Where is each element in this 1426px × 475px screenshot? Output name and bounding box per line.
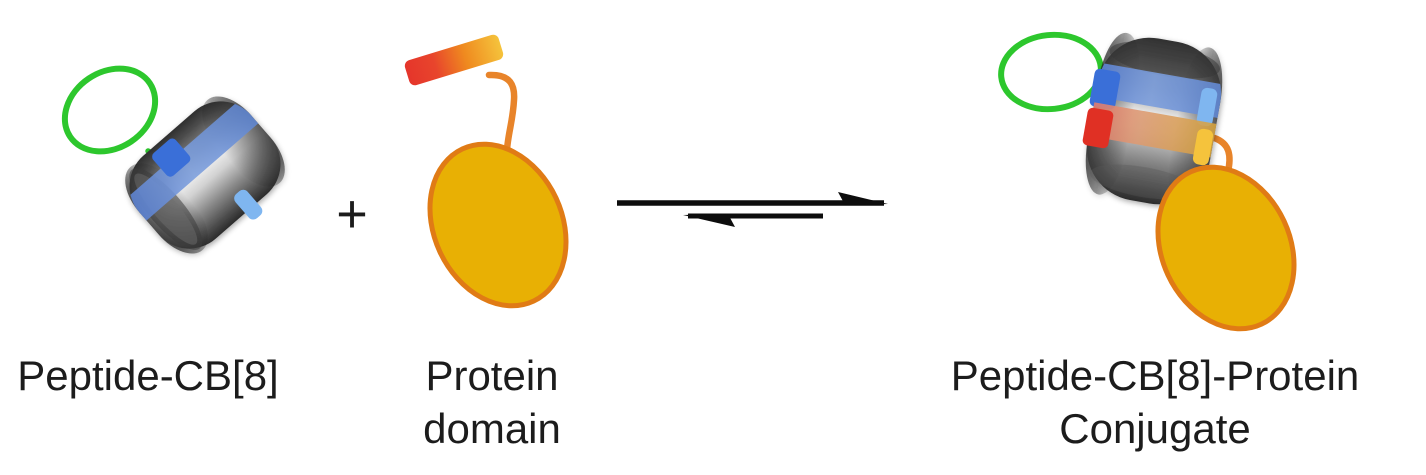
plus-operator: + bbox=[336, 184, 368, 244]
blue-peptide-band bbox=[123, 98, 262, 224]
protein-domain-ellipse bbox=[427, 141, 569, 309]
red-band-cap-right bbox=[1192, 128, 1214, 166]
red-band-cap-left bbox=[1082, 107, 1114, 149]
forward-arrow-head bbox=[838, 192, 888, 205]
conjugate-caption-line2: Conjugate bbox=[1059, 405, 1250, 452]
red-to-gold-peptide-band bbox=[1084, 101, 1221, 159]
peptide-cb8-structure: Peptide-CB[8] bbox=[17, 65, 285, 399]
conjugate-structure: Peptide-CB[8]-Protein Conjugate bbox=[951, 31, 1360, 452]
blue-band-cap-right bbox=[234, 189, 263, 220]
blue-band-cap-left bbox=[152, 138, 191, 177]
reverse-arrow-head bbox=[683, 214, 735, 227]
protein-domain-caption-line2: domain bbox=[423, 405, 561, 452]
blue-band-cap-left bbox=[1089, 68, 1121, 110]
conjugate-caption-line1: Peptide-CB[8]-Protein bbox=[951, 352, 1360, 399]
orange-linker bbox=[485, 71, 518, 154]
protein-domain-caption-line1: Protein bbox=[425, 352, 558, 399]
cb8-barrel bbox=[125, 96, 285, 254]
blue-band-cap-right bbox=[1196, 87, 1218, 127]
blue-peptide-band bbox=[1091, 62, 1228, 119]
equilibrium-arrow bbox=[617, 192, 888, 227]
peptide-cb8-caption: Peptide-CB[8] bbox=[17, 352, 278, 399]
protein-domain-structure: Protein domain bbox=[404, 34, 569, 452]
protein-domain-ellipse bbox=[1155, 164, 1297, 332]
red-to-yellow-peptide-tag bbox=[404, 34, 504, 86]
